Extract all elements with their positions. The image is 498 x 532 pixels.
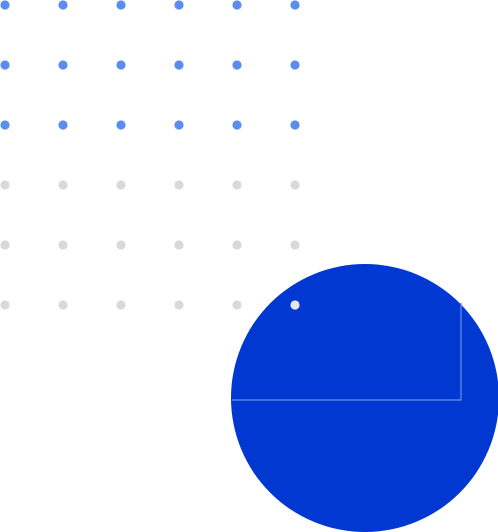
grid-dot <box>116 120 126 130</box>
grid-dot <box>232 60 242 70</box>
grid-dot <box>290 240 300 250</box>
grid-dot <box>58 60 68 70</box>
grid-dot <box>232 240 242 250</box>
grid-dot <box>232 0 242 10</box>
grid-dot <box>58 0 68 10</box>
grid-dot <box>174 300 184 310</box>
dot-grid <box>0 0 300 310</box>
grid-dot <box>0 180 10 190</box>
grid-dot <box>58 300 68 310</box>
grid-dot <box>174 0 184 10</box>
grid-dot <box>0 0 10 10</box>
circle-inner-frame <box>232 303 462 401</box>
grid-dot <box>174 180 184 190</box>
grid-dot <box>174 240 184 250</box>
grid-dot <box>174 60 184 70</box>
grid-dot <box>232 300 242 310</box>
grid-dot <box>116 180 126 190</box>
grid-dot <box>58 180 68 190</box>
grid-dot <box>232 120 242 130</box>
blue-circle <box>231 264 498 532</box>
grid-dot <box>174 120 184 130</box>
grid-dot <box>0 300 10 310</box>
grid-dot <box>116 0 126 10</box>
grid-dot <box>0 60 10 70</box>
grid-dot <box>116 240 126 250</box>
grid-dot <box>0 120 10 130</box>
grid-dot <box>290 180 300 190</box>
grid-dot <box>116 300 126 310</box>
grid-dot <box>58 120 68 130</box>
grid-dot <box>116 60 126 70</box>
grid-dot <box>290 0 300 10</box>
grid-dot <box>232 180 242 190</box>
overlap-dot <box>290 300 300 310</box>
grid-dot <box>290 60 300 70</box>
grid-dot <box>58 240 68 250</box>
grid-dot <box>0 240 10 250</box>
grid-dot <box>290 120 300 130</box>
